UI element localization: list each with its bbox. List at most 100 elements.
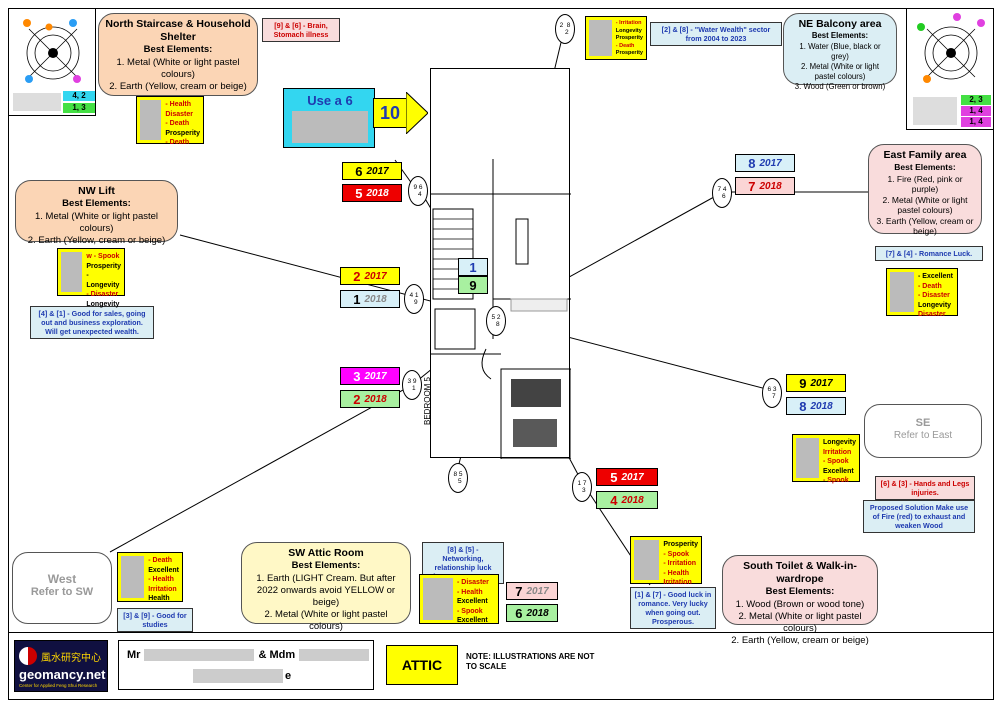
compass-left: 4, 2 1, 3 — [8, 8, 96, 116]
stars-se-5: - Spook — [822, 477, 849, 484]
client-mid: & Mdm — [258, 649, 296, 661]
note-south: [1] & [7] - Good luck in romance. Very l… — [630, 587, 716, 629]
stars-sw-3: Excellent — [457, 598, 488, 605]
stars-se-1: Longevity — [822, 439, 856, 446]
stars-nw-5: Longevity — [86, 300, 120, 308]
zone-north: North Staircase & Household Shelter Best… — [98, 13, 258, 96]
annual-n-2017-year: 2017 — [366, 165, 389, 177]
center-star-bottom: 9 — [458, 276, 488, 294]
use-six-number: 10 — [373, 98, 407, 128]
stars-south-2: - Spook — [663, 550, 690, 558]
annual-se-2018-value: 8 — [799, 398, 807, 414]
annual-nw-2018-year: 2018 — [364, 293, 387, 305]
stars-se-redaction — [796, 438, 819, 478]
stars-west-4: Irritation — [148, 585, 177, 593]
annual-sw-2018-value: 6 — [515, 605, 523, 621]
star-circle-se: 6 3 7 — [762, 378, 782, 408]
client-box: Mr & Mdm e — [118, 640, 374, 690]
star-circle-ne: 2 8 2 — [555, 14, 575, 44]
zone-sw-item-2: 2. Metal (White or light pastel colours) — [264, 609, 388, 632]
zone-ne-best: Best Elements: — [811, 31, 869, 40]
annual-w-2018-value: 2 — [353, 391, 361, 407]
zone-west: West Refer to SW — [12, 552, 112, 624]
stars-east: - Excellent - Death - Disaster Longevity… — [886, 268, 958, 318]
stars-north-4: Prosperity — [165, 129, 200, 137]
logo-chinese: 風水研究中心 — [41, 653, 101, 664]
client-redaction-3 — [193, 669, 283, 683]
stars-north-3: - Death — [165, 120, 190, 127]
zone-sw: SW Attic Room Best Elements: 1. Earth (L… — [241, 542, 411, 632]
use-six-label: Use a 6 — [307, 93, 353, 108]
logo-sub: Center for Applied Feng Shui Research — [19, 683, 98, 688]
stars-sw-2: - Health — [457, 588, 483, 596]
annual-e-2018-value: 7 — [748, 178, 756, 194]
zone-sw-item-1: 1. Earth (LIGHT Cream. But after 2022 on… — [256, 573, 396, 608]
client-redaction-2 — [299, 649, 370, 661]
stars-east-4: Longevity — [918, 301, 952, 309]
page-frame — [8, 8, 994, 700]
zone-north-item-1: 1. Metal (White or light pastel colours) — [116, 57, 240, 80]
stars-south: Prosperity - Spook - Irritation - Health… — [630, 536, 702, 586]
zone-ne-item-2: 2. Metal (White or light pastel colours) — [801, 62, 879, 81]
compass-left-row-2: 1, 3 — [63, 103, 95, 113]
stars-ne: - Irritation Longevity Prosperity - Deat… — [585, 16, 647, 60]
zone-ne-title: NE Balcony area — [798, 18, 882, 30]
star-circle-e: 7 4 6 — [712, 178, 732, 208]
stars-ne-3: Prosperity — [615, 35, 643, 42]
stars-north: - Health Disaster - Death Prosperity - D… — [136, 96, 204, 146]
footer-logo: 風水研究中心 geomancy.net Center for Applied F… — [14, 640, 108, 692]
stars-south-3: - Irritation — [663, 560, 697, 567]
star-circle-sw: 8 5 5 — [448, 463, 468, 493]
stars-sw-1: - Disaster — [457, 579, 489, 586]
zone-nw-item-1: 1. Metal (White or light pastel colours) — [34, 211, 159, 234]
compass-left-redaction — [13, 93, 61, 111]
arrow-right-icon — [406, 92, 428, 134]
client-prefix: Mr — [127, 649, 141, 661]
zone-west-subtitle: Refer to SW — [30, 586, 94, 598]
stars-ne-redaction — [589, 20, 612, 56]
use-six-redaction — [292, 111, 368, 143]
stars-south-4: - Health — [663, 569, 690, 577]
floor-plan-drawing — [431, 159, 572, 460]
zone-south-item-1: 1. Wood (Brown or wood tone) — [735, 599, 865, 610]
stars-se-4: Excellent — [822, 467, 854, 475]
compass-right-redaction — [913, 97, 957, 125]
annual-w-2017-value: 3 — [353, 368, 361, 384]
zone-north-title: North Staircase & Household Shelter — [105, 18, 251, 43]
zone-south-title: South Toilet & Walk-in-wardrope — [743, 560, 857, 585]
stars-sw-4: - Spook — [457, 607, 483, 615]
annual-n-2017-value: 6 — [355, 163, 363, 179]
stars-nw: w - Spook Prosperity - Longevity - Disas… — [57, 248, 125, 308]
compass-right: 2, 3 1, 4 1, 4 — [906, 8, 994, 130]
bedroom-label: BEDROOM 5 — [423, 376, 432, 425]
note-se: [6] & [3] - Hands and Legs injuries. — [875, 476, 975, 500]
stars-nw-3: - Longevity — [86, 272, 120, 289]
annual-s-2018-year: 2018 — [621, 494, 644, 506]
stars-west-1: - Death — [148, 557, 172, 564]
note-nw: [4] & [1] - Good for sales, going out an… — [30, 306, 154, 339]
star-circle-nw: 4 1 9 — [404, 284, 424, 314]
zone-east: East Family area Best Elements: 1. Fire … — [868, 144, 982, 236]
zone-ne-item-3: 3. Wood (Green or brown) — [794, 82, 886, 91]
annual-sw-2017-year: 2017 — [526, 585, 549, 597]
annual-sw-2017-value: 7 — [515, 583, 523, 599]
annual-e-2017-value: 8 — [748, 155, 756, 171]
stars-se-2: Irritation — [822, 448, 852, 456]
zone-south-item-3: 2. Earth (Yellow, cream or beige) — [731, 635, 869, 646]
star-circle-center: 5 2 8 — [486, 306, 506, 336]
stars-north-1: - Health — [165, 101, 192, 108]
annual-se-2018-year: 2018 — [810, 400, 833, 412]
zone-east-title: East Family area — [883, 149, 967, 161]
stars-west-3: - Health — [148, 576, 174, 583]
zone-south-item-2: 2. Metal (White or light pastel colours) — [738, 611, 862, 634]
stars-sw-redaction — [423, 578, 453, 620]
stars-se: Longevity Irritation - Spook Excellent -… — [792, 434, 860, 484]
stars-west-5: Health — [148, 595, 170, 602]
stars-north-2: Disaster — [165, 110, 194, 118]
